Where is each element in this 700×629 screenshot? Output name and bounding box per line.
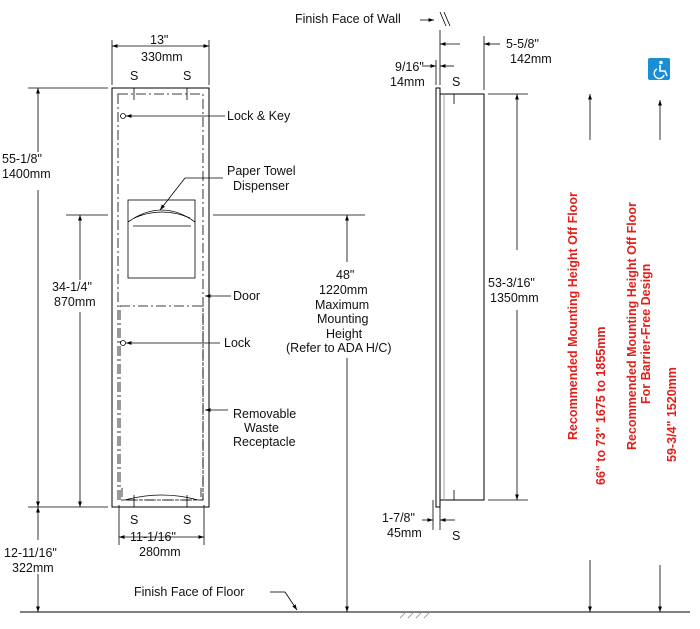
waste-label-2: Waste [244,421,279,435]
waste-label-3: Receptacle [233,435,296,449]
s-marker: S [130,69,138,83]
s-marker: S [452,75,460,89]
s-marker: S [452,529,460,543]
side-view [420,11,528,530]
lock-label: Lock [224,336,251,350]
recommended-standard-value: 66" to 73" 1675 to 1855mm [594,327,608,485]
side-flange [435,87,441,508]
towel-dispenser-opening [127,199,196,279]
max-in: 48" [336,268,354,282]
side-height-in: 53-3/16" [488,276,535,290]
text-layer: Finish Face of Wall 13" 330mm S S Lock &… [2,12,679,599]
bottom-width-dimension [118,505,205,545]
width-in: 13" [150,33,168,47]
s-marker: S [183,69,191,83]
height-in: 55-1/8" [2,152,42,166]
height-dimension [28,87,108,508]
width-mm: 330mm [141,50,183,64]
door-in: 34-1/4" [52,280,92,294]
recommended-height-dimensions [588,94,662,612]
lock-key-label: Lock & Key [227,109,291,123]
door-label: Door [233,289,260,303]
floor-mm: 322mm [12,561,54,575]
recommended-barrier-value: 59-3/4" 1520mm [665,367,679,462]
max-line-2: Mounting [317,312,368,326]
bottom-width-mm: 280mm [139,545,181,559]
door-panel [119,305,204,501]
lock-key-icon [120,113,126,119]
lock-icon [120,340,126,346]
wheelchair-icon [648,58,670,80]
unit-outer-outline [111,87,210,508]
max-line-1: Maximum [315,298,369,312]
side-bottom-mm: 45mm [387,526,422,540]
flange-mm: 14mm [390,75,425,89]
floor-face-label: Finish Face of Floor [134,585,244,599]
side-body [439,93,485,501]
dispenser-label: Dispenser [233,179,289,193]
max-line-4: (Refer to ADA H/C) [286,341,392,355]
recommended-barrier-title-2: For Barrier-Free Design [639,264,653,404]
width-dimension [111,40,210,85]
door-dimension [66,214,108,507]
front-view [111,87,231,508]
s-marker: S [130,513,138,527]
wall-face-label: Finish Face of Wall [295,12,401,26]
recommended-barrier-title-1: Recommended Mounting Height Off Floor [625,202,639,450]
floor-line [20,591,690,619]
depth-in: 5-5/8" [506,37,539,51]
door-mm: 870mm [54,295,96,309]
floor-in: 12-11/16" [4,546,57,560]
paper-towel-label: Paper Towel [227,164,296,178]
flange-in: 9/16" [395,60,424,74]
max-mm: 1220mm [319,283,368,297]
depth-mm: 142mm [510,52,552,66]
unit-inner-outline [117,93,204,501]
s-marker: S [183,513,191,527]
max-line-3: Height [326,327,363,341]
waste-receptacle-outline [124,494,199,501]
side-height-mm: 1350mm [490,291,539,305]
recommended-standard-title: Recommended Mounting Height Off Floor [566,192,580,440]
max-height-dimension [213,214,365,612]
height-mm: 1400mm [2,167,51,181]
bottom-width-in: 11-1/16" [130,530,176,544]
side-bottom-in: 1-7/8" [382,511,415,525]
waste-label-1: Removable [233,407,296,421]
